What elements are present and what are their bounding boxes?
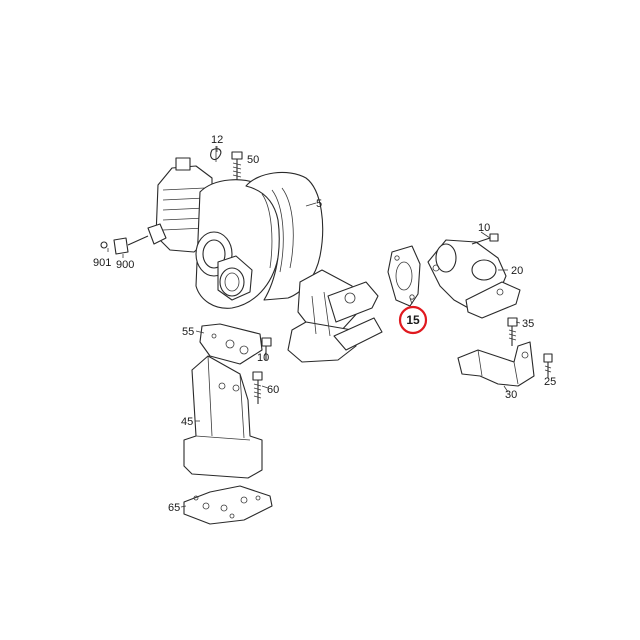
bolt-part-10-upper[interactable] <box>471 233 499 245</box>
exhaust-elbow-part-20[interactable] <box>427 239 521 319</box>
callout-30: 30 <box>505 389 517 401</box>
bolt-part-60[interactable] <box>252 371 263 404</box>
callout-5: 5 <box>316 198 322 210</box>
highlighted-callout-15[interactable]: 15 <box>398 305 428 335</box>
callout-35: 35 <box>522 318 534 330</box>
callout-900: 900 <box>116 259 134 271</box>
callout-10-lower: 10 <box>257 352 269 364</box>
callout-55: 55 <box>182 326 194 338</box>
callout-25: 25 <box>544 376 556 388</box>
bolt-part-10-lower[interactable] <box>261 337 272 360</box>
callout-15: 15 <box>406 313 420 327</box>
highlight-ring <box>398 305 428 335</box>
turbocharger-part[interactable] <box>147 157 383 363</box>
callout-labels: 12 50 5 10 901 900 20 35 55 10 60 25 30 … <box>93 134 556 514</box>
bracket-part-30[interactable] <box>457 341 535 387</box>
gasket-part-15[interactable] <box>387 245 421 307</box>
connector-part-901[interactable] <box>100 241 108 249</box>
callout-20: 20 <box>511 265 523 277</box>
support-part-45[interactable] <box>183 355 263 479</box>
callout-65: 65 <box>168 502 180 514</box>
callout-60: 60 <box>267 384 279 396</box>
bolt-part-50[interactable] <box>231 151 243 180</box>
clip-part-12[interactable] <box>210 146 222 162</box>
connector-part-900[interactable] <box>113 235 149 255</box>
callout-12: 12 <box>211 134 223 146</box>
gasket-part-55[interactable] <box>199 323 263 365</box>
leader-lines <box>107 146 549 508</box>
callout-45: 45 <box>181 416 193 428</box>
gasket-part-65[interactable] <box>183 485 273 525</box>
callout-10-upper: 10 <box>478 222 490 234</box>
callout-901: 901 <box>93 257 111 269</box>
bolt-part-35[interactable] <box>507 317 518 346</box>
callout-50: 50 <box>247 154 259 166</box>
